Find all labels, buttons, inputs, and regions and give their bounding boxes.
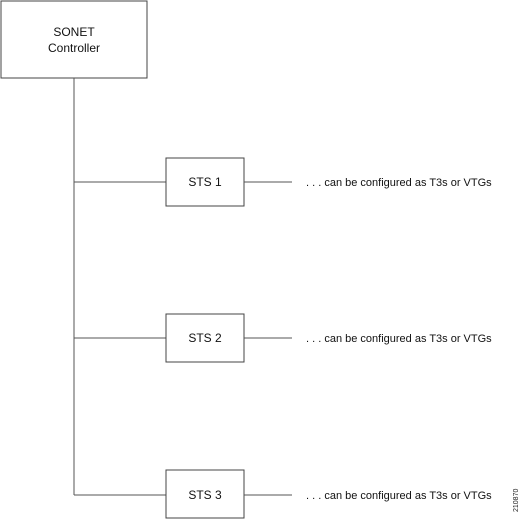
- sts-node-1: STS 1 . . . can be configured as T3s or …: [74, 157, 492, 207]
- sts-node-3: STS 3 . . . can be configured as T3s or …: [74, 469, 492, 519]
- controller-label-line1: SONET: [53, 25, 95, 39]
- sts-note-3: . . . can be configured as T3s or VTGs: [306, 490, 492, 502]
- figure-id: 210870: [513, 489, 520, 512]
- sts-node-2: STS 2 . . . can be configured as T3s or …: [74, 313, 492, 363]
- sts-box-3: [165, 469, 245, 519]
- controller-label-line2: Controller: [48, 41, 100, 55]
- sts-note-2: . . . can be configured as T3s or VTGs: [306, 333, 492, 345]
- sts-note-1: . . . can be configured as T3s or VTGs: [306, 177, 492, 189]
- sts-box-2: [165, 313, 245, 363]
- sts-label-3: STS 3: [188, 488, 222, 502]
- sts-box-1: [165, 157, 245, 207]
- controller-box: [0, 0, 148, 79]
- sts-label-1: STS 1: [188, 175, 222, 189]
- controller-node: SONET Controller: [0, 0, 148, 79]
- sts-label-2: STS 2: [188, 331, 222, 345]
